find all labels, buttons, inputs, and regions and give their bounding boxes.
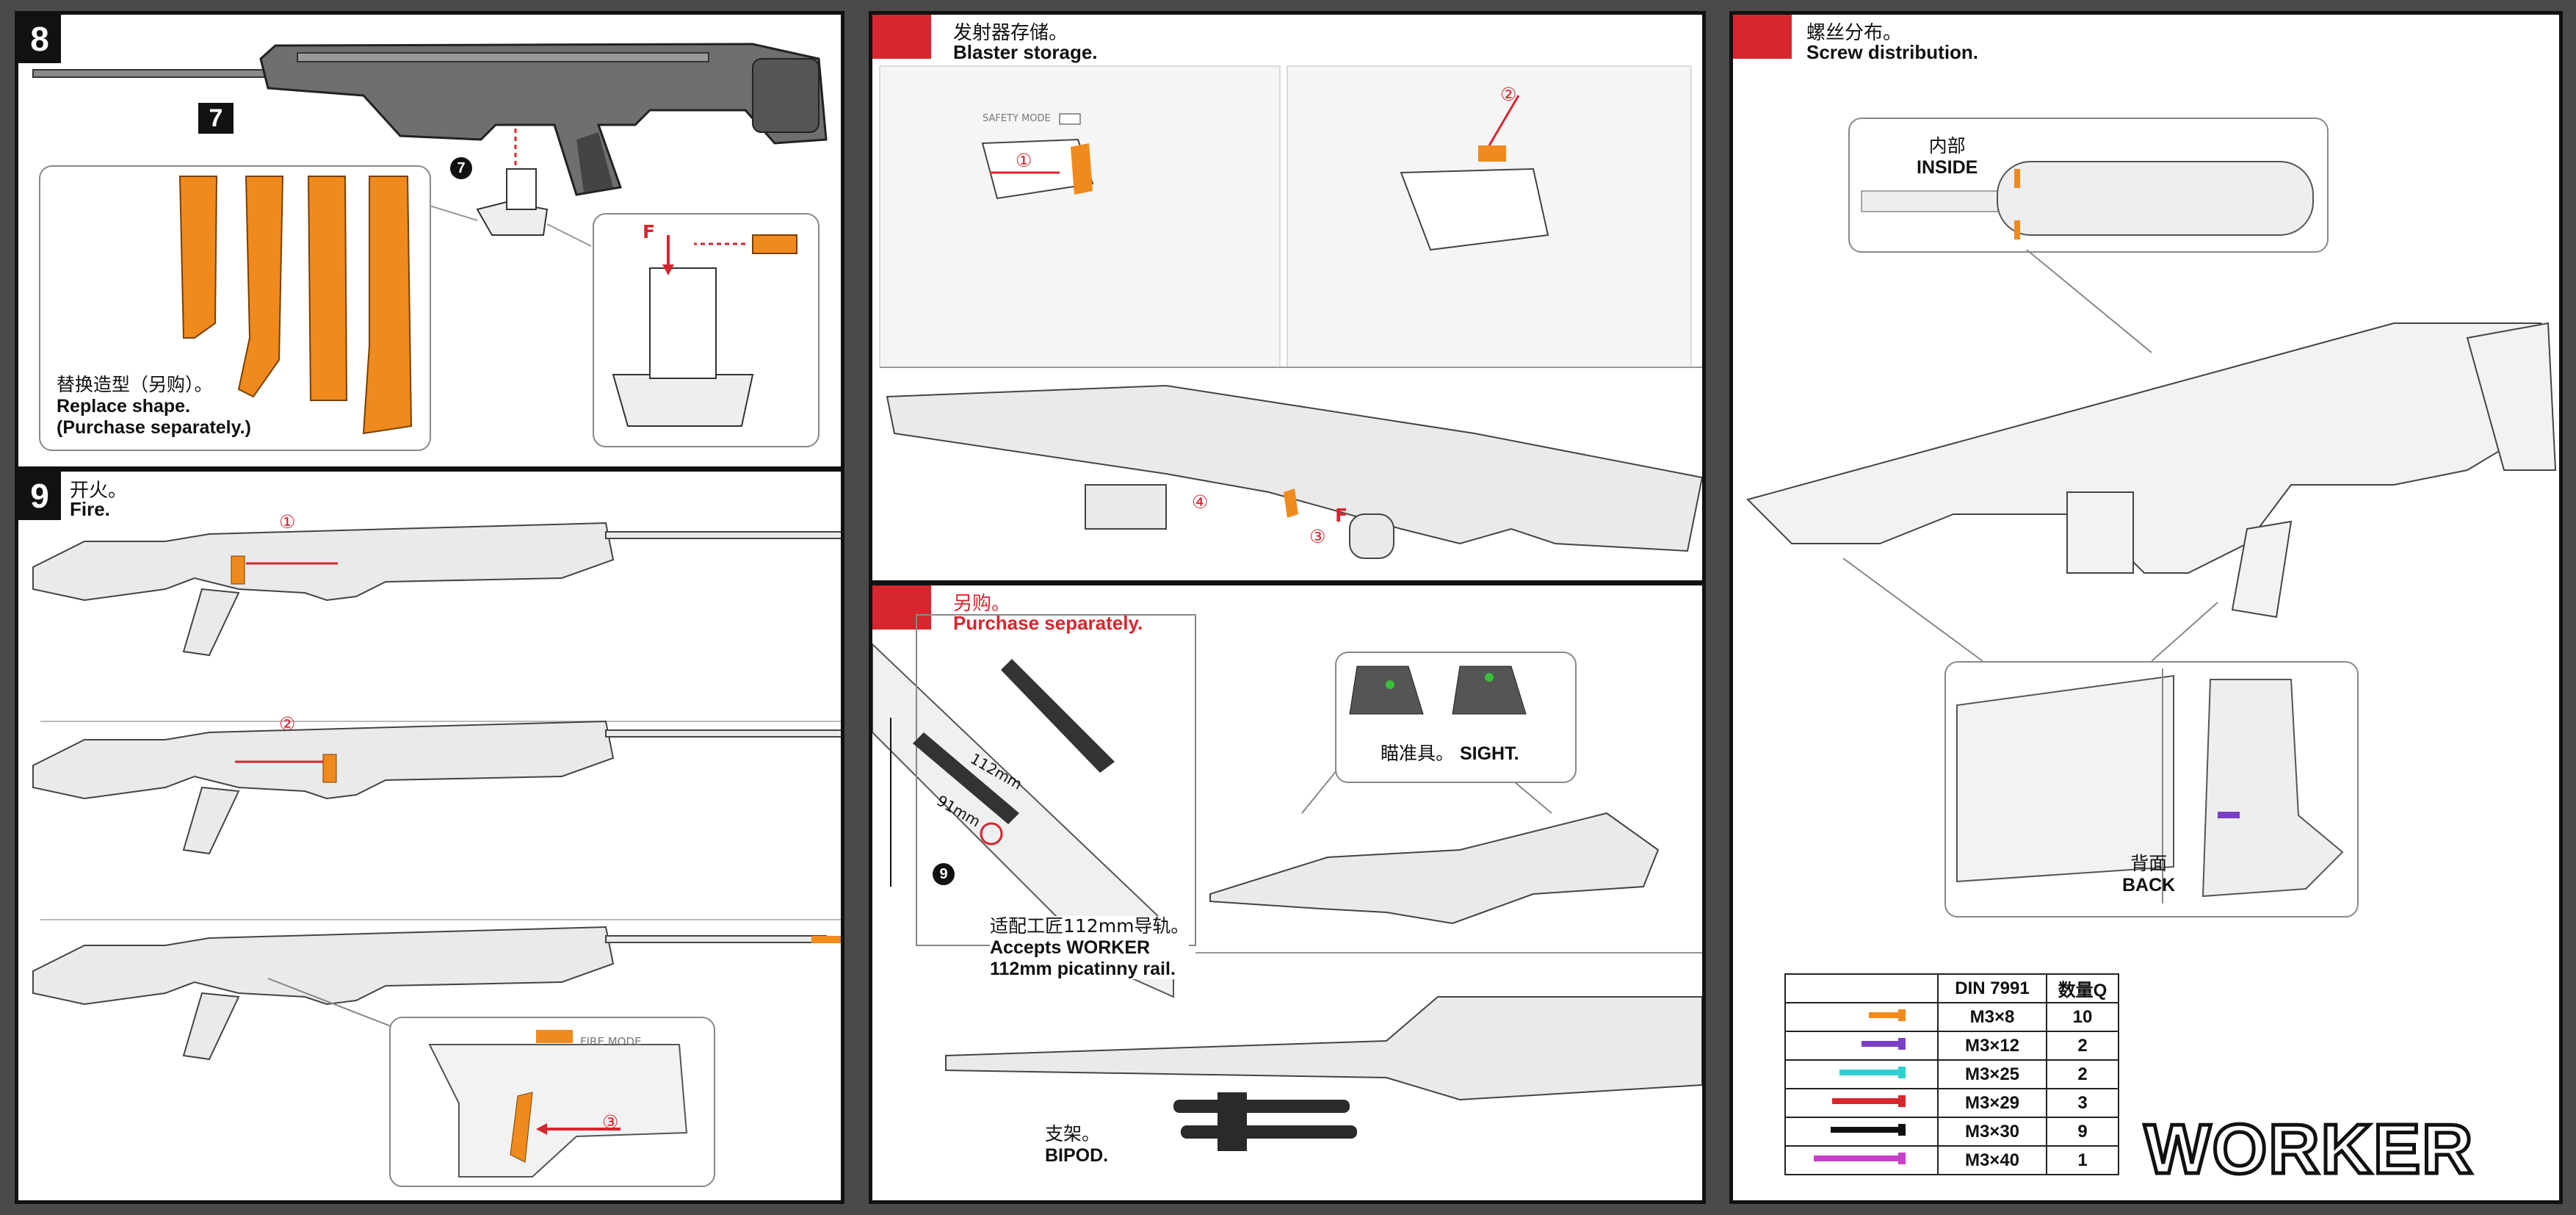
screw-icon-column-header — [1784, 973, 1939, 1003]
table-row: M3×40 1 — [1784, 1145, 2119, 1175]
stage-1-rifle — [32, 522, 841, 657]
sight-label-cn: 瞄准具。 — [1381, 743, 1455, 764]
screw-qty: 2 — [2046, 1059, 2119, 1089]
screw-table: DIN 7991 数量Q M3×8 10 M3×12 2 M3×25 2 M3×… — [1784, 973, 2119, 1175]
blaster-illustration-top — [32, 43, 828, 196]
worker-logo: WORKER — [2142, 1108, 2475, 1191]
sight-illustration — [1349, 666, 1527, 715]
screw-icon — [1784, 1002, 1939, 1032]
screw-icon — [1784, 1059, 1939, 1089]
stage-3-number: ③ — [602, 1111, 619, 1133]
storage-trigger-illustration — [879, 65, 1702, 559]
callout-step-badge: 7 — [198, 103, 234, 134]
screw-qty: 9 — [2046, 1117, 2119, 1147]
replacement-magazines-illustration — [178, 176, 413, 435]
screw-size: M3×30 — [1937, 1117, 2047, 1147]
inside-label-en: INSIDE — [1917, 156, 1978, 178]
inside-label-cn: 内部 — [1928, 135, 1966, 156]
stage-1-number: ① — [279, 511, 296, 533]
screw-table-header: DIN 7991 数量Q — [1784, 973, 2119, 1003]
sight-label-en: SIGHT. — [1459, 743, 1519, 764]
screw-qty: 2 — [2046, 1031, 2119, 1061]
table-row: M3×25 2 — [1784, 1059, 2119, 1089]
label-en-2: (Purchase separately.) — [57, 417, 251, 438]
bipod-label-cn: 支架。 — [1045, 1123, 1101, 1144]
storage-step-2: ② — [1500, 84, 1517, 105]
step-reference-badge: 9 — [933, 863, 955, 885]
magazine-base-illustration — [429, 168, 592, 247]
storage-title-en: Blaster storage. — [953, 41, 1098, 63]
storage-title-cn: 发射器存储。 — [953, 22, 1068, 44]
rail-compat-label: 适配工匠112mm导轨。 Accepts WORKER 112mm picati… — [990, 915, 1190, 980]
sight-label: 瞄准具。 SIGHT. — [1381, 743, 1519, 765]
panel-step-8: 8 7 替换造型（另购）。 Replace shape. (Purchase s… — [15, 11, 844, 470]
magazine-insert-illustration — [612, 234, 797, 427]
storage-step-3: ③ — [1309, 526, 1326, 547]
rail-compat-cn: 适配工匠112mm导轨。 — [990, 915, 1190, 937]
inside-illustration — [1746, 161, 2557, 662]
screw-title-cn: 螺丝分布。 — [1806, 22, 1903, 44]
back-label-en: BACK — [2122, 874, 2176, 895]
rail-compat-en-2: 112mm picatinny rail. — [990, 958, 1176, 979]
brand-badge — [872, 585, 931, 630]
fire-mode-text: FIRE MODE — [580, 1035, 642, 1048]
brand-badge — [1733, 15, 1792, 59]
table-row: M3×29 3 — [1784, 1088, 2119, 1118]
screw-icon — [1784, 1117, 1939, 1147]
small-step-badge: 7 — [450, 157, 472, 179]
stage-2-number: ② — [279, 713, 296, 735]
bipod-label: 支架。 BIPOD. — [1045, 1123, 1109, 1167]
brand-badge — [872, 15, 931, 59]
force-label: F — [643, 221, 656, 242]
screw-qty: 10 — [2046, 1002, 2119, 1032]
safety-mode-text: SAFETY MODE — [983, 113, 1051, 124]
screw-size: M3×29 — [1937, 1088, 2047, 1118]
step-number-badge: 8 — [18, 15, 61, 63]
inside-label: 内部 INSIDE — [1917, 135, 1978, 179]
screw-size: M3×25 — [1937, 1059, 2047, 1089]
standard-column-header: DIN 7991 — [1937, 973, 2047, 1003]
label-cn: 替换造型（另购）。 — [57, 374, 213, 395]
storage-step-4: ④ — [1192, 491, 1209, 513]
back-illustration — [1956, 668, 2344, 904]
storage-step-1: ① — [1016, 150, 1032, 171]
screw-size: M3×8 — [1937, 1002, 2047, 1032]
screw-size: M3×40 — [1937, 1145, 2047, 1175]
screw-qty: 1 — [2046, 1145, 2119, 1175]
screw-icon — [1784, 1031, 1939, 1061]
step-number-badge: 9 — [18, 472, 61, 520]
panel-blaster-storage: 发射器存储。 Blaster storage. SAFETY MODE ① ② … — [869, 11, 1706, 584]
qty-column-header: 数量Q — [2046, 973, 2119, 1003]
screw-icon — [1784, 1145, 1939, 1175]
table-row: M3×8 10 — [1784, 1002, 2119, 1032]
screw-qty: 3 — [2046, 1088, 2119, 1118]
panel-step-9: 9 开火。 Fire. ① ② — [15, 468, 844, 1204]
bipod-label-en: BIPOD. — [1045, 1144, 1109, 1166]
screw-icon — [1784, 1088, 1939, 1118]
replace-shape-label: 替换造型（另购）。 Replace shape. (Purchase separ… — [57, 374, 251, 438]
trigger-closeup-illustration — [428, 1030, 688, 1178]
fire-sequence-illustration — [32, 522, 841, 1061]
panel-screw-distribution: 螺丝分布。 Screw distribution. 内部 INSIDE 背面 B… — [1729, 11, 2563, 1204]
label-en-1: Replace shape. — [57, 395, 191, 417]
storage-force-label: F — [1335, 505, 1348, 526]
screw-size: M3×12 — [1937, 1031, 2047, 1061]
rail-illustration — [872, 614, 1702, 1151]
screw-title-en: Screw distribution. — [1806, 41, 1979, 63]
panel-purchase-separately: 另购。 Purchase separately. 瞄准具。 SIGHT. 112 — [869, 582, 1706, 1204]
back-label: 背面 BACK — [2122, 853, 2176, 896]
back-label-cn: 背面 — [2130, 853, 2168, 874]
table-row: M3×30 9 — [1784, 1117, 2119, 1147]
rail-compat-en-1: Accepts WORKER — [990, 937, 1151, 958]
fire-title-cn: 开火。 — [70, 480, 128, 502]
purchase-title-cn: 另购。 — [953, 593, 1011, 615]
table-row: M3×12 2 — [1784, 1031, 2119, 1061]
fire-title-en: Fire. — [70, 498, 110, 520]
